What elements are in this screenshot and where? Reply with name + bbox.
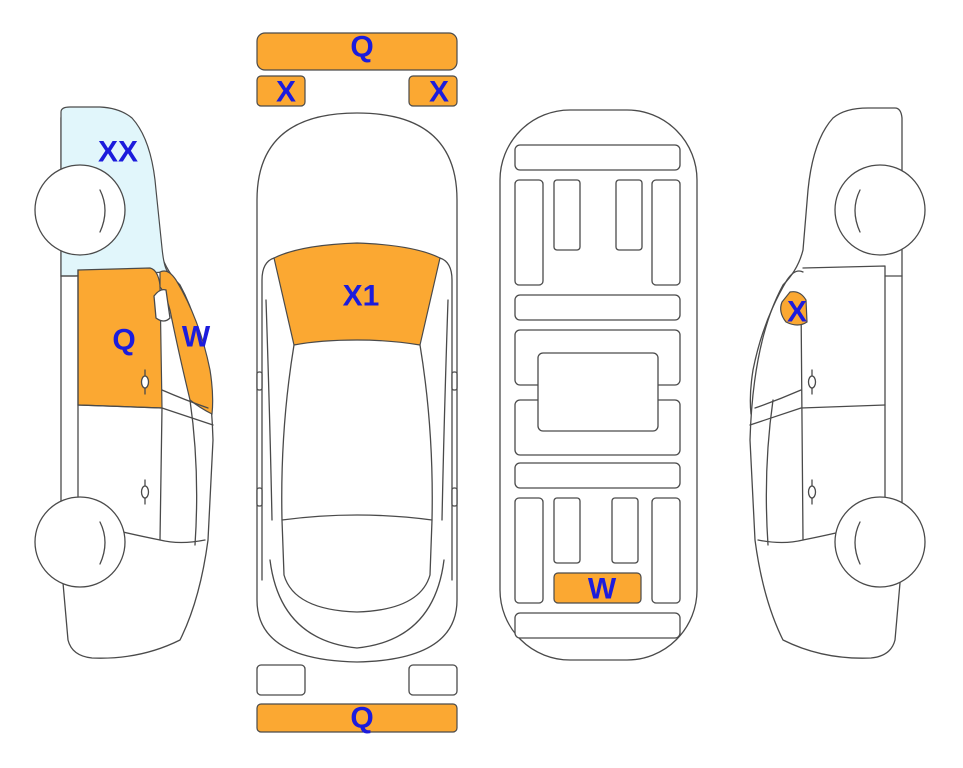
rear-bumper-panel xyxy=(256,703,458,733)
left-a-pillar-label: W xyxy=(182,321,211,354)
rear-right-light xyxy=(408,664,458,696)
underbody-rear-label: W xyxy=(588,573,617,606)
left-front-door-panel xyxy=(77,267,163,409)
underbody-view xyxy=(499,109,698,661)
underbody-rear-panel xyxy=(553,572,642,604)
front-right-light-label: X xyxy=(429,76,449,109)
right-a-pillar-label: X xyxy=(787,296,807,329)
right-side-view xyxy=(749,107,926,659)
front-bumper-panel xyxy=(256,32,458,71)
hood-label: X1 xyxy=(343,280,380,313)
right-a-pillar-panel xyxy=(780,291,808,326)
left-side-view xyxy=(34,106,214,659)
front-left-light-panel xyxy=(256,75,306,107)
right-rear-wheel xyxy=(834,496,926,588)
left-windshield-label: XX xyxy=(98,136,138,169)
left-rear-door-handle xyxy=(140,479,150,505)
top-view-body xyxy=(256,112,458,663)
rear-bumper-label: Q xyxy=(350,702,373,735)
left-rear-wheel xyxy=(34,496,126,588)
left-a-pillar-panel xyxy=(159,270,214,415)
left-front-door-label: Q xyxy=(112,324,135,357)
left-front-wheel xyxy=(34,164,126,256)
right-front-door-handle xyxy=(807,369,817,395)
rear-left-light xyxy=(256,664,306,696)
left-front-door-handle xyxy=(140,369,150,395)
front-left-light-label: X xyxy=(276,76,296,109)
top-view xyxy=(256,32,458,733)
front-bumper-label: Q xyxy=(350,31,373,64)
front-right-light-panel xyxy=(408,75,458,107)
right-rear-door-handle xyxy=(807,479,817,505)
left-mirror xyxy=(153,288,171,322)
right-front-wheel xyxy=(834,164,926,256)
